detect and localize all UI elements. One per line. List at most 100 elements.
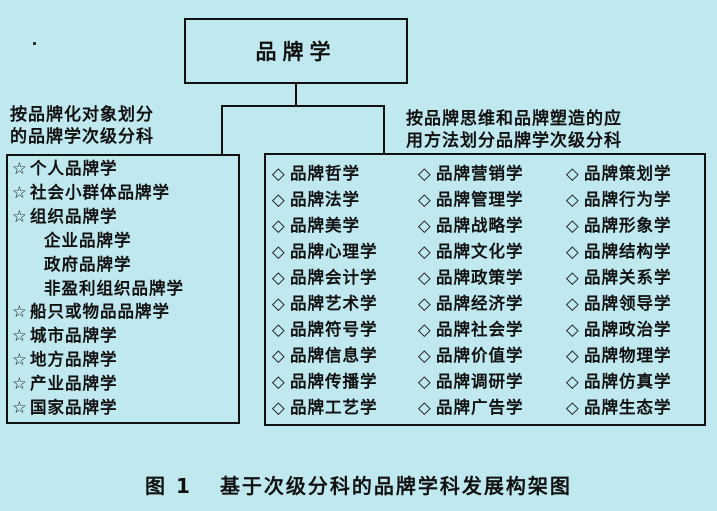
diamond-icon: ◇ <box>272 346 286 365</box>
right-item-label: 品牌形象学 <box>584 216 672 235</box>
diamond-icon: ◇ <box>418 398 432 417</box>
right-item-label: 品牌结构学 <box>584 242 672 261</box>
left-item-label: 组织品牌学 <box>30 206 118 226</box>
left-item-label: 地方品牌学 <box>30 350 118 370</box>
left-category-box: ☆个人品牌学☆社会小群体品牌学☆组织品牌学企业品牌学政府品牌学非盈利组织品牌学☆… <box>6 154 240 424</box>
diamond-icon: ◇ <box>272 320 286 339</box>
right-item-label: 品牌策划学 <box>584 164 672 183</box>
right-item-label: 品牌战略学 <box>436 216 524 235</box>
right-item-label: 品牌社会学 <box>436 320 524 339</box>
right-column-1: ◇品牌哲学◇品牌法学◇品牌美学◇品牌心理学◇品牌会计学◇品牌艺术学◇品牌符号学◇… <box>272 161 378 421</box>
right-item: ◇品牌行为学 <box>566 187 672 213</box>
diamond-icon: ◇ <box>566 190 580 209</box>
right-item: ◇品牌关系学 <box>566 265 672 291</box>
right-item-label: 品牌物理学 <box>584 346 672 365</box>
diamond-icon: ◇ <box>272 294 286 313</box>
right-item-label: 品牌哲学 <box>290 164 360 183</box>
left-item: ☆个人品牌学 <box>12 158 118 180</box>
diamond-icon: ◇ <box>566 164 580 183</box>
right-item: ◇品牌生态学 <box>566 395 672 421</box>
diamond-icon: ◇ <box>418 294 432 313</box>
left-branch-label-line-2: 的品牌学次级分科 <box>10 127 154 147</box>
star-icon: ☆ <box>12 302 28 322</box>
diamond-icon: ◇ <box>418 190 432 209</box>
right-item-label: 品牌管理学 <box>436 190 524 209</box>
right-item: ◇品牌调研学 <box>418 369 524 395</box>
right-item: ◇品牌艺术学 <box>272 291 378 317</box>
root-node: 品牌学 <box>184 18 408 84</box>
diamond-icon: ◇ <box>566 320 580 339</box>
diamond-icon: ◇ <box>566 268 580 287</box>
right-item-label: 品牌领导学 <box>584 294 672 313</box>
right-item-label: 品牌经济学 <box>436 294 524 313</box>
diamond-icon: ◇ <box>566 216 580 235</box>
right-item: ◇品牌结构学 <box>566 239 672 265</box>
diamond-icon: ◇ <box>418 216 432 235</box>
diamond-icon: ◇ <box>566 346 580 365</box>
star-icon: ☆ <box>12 350 28 370</box>
right-item: ◇品牌信息学 <box>272 343 378 369</box>
right-item-label: 品牌营销学 <box>436 164 524 183</box>
left-item-label: 船只或物品品牌学 <box>30 302 170 322</box>
left-item: ☆城市品牌学 <box>12 325 118 347</box>
right-item-label: 品牌艺术学 <box>290 294 378 313</box>
right-item: ◇品牌领导学 <box>566 291 672 317</box>
star-icon: ☆ <box>12 398 28 417</box>
right-item: ◇品牌传播学 <box>272 369 378 395</box>
right-item: ◇品牌社会学 <box>418 317 524 343</box>
star-icon: ☆ <box>12 159 28 178</box>
right-item: ◇品牌物理学 <box>566 343 672 369</box>
diamond-icon: ◇ <box>566 294 580 313</box>
right-item-label: 品牌文化学 <box>436 242 524 261</box>
diamond-icon: ◇ <box>566 242 580 261</box>
right-item: ◇品牌管理学 <box>418 187 524 213</box>
right-item-label: 品牌工艺学 <box>290 398 378 417</box>
right-item-label: 品牌政策学 <box>436 268 524 287</box>
right-item: ◇品牌广告学 <box>418 395 524 421</box>
right-item: ◇品牌政治学 <box>566 317 672 343</box>
right-item: ◇品牌策划学 <box>566 161 672 187</box>
star-icon: ☆ <box>12 206 28 226</box>
diamond-icon: ◇ <box>566 372 580 391</box>
left-item-label: 产业品牌学 <box>30 374 118 394</box>
right-item-label: 品牌广告学 <box>436 398 524 417</box>
left-item: ☆社会小群体品牌学 <box>12 182 170 204</box>
right-item-label: 品牌关系学 <box>584 268 672 287</box>
right-column-3: ◇品牌策划学◇品牌行为学◇品牌形象学◇品牌结构学◇品牌关系学◇品牌领导学◇品牌政… <box>566 161 672 421</box>
left-subitem: 政府品牌学 <box>44 254 132 276</box>
right-item-label: 品牌生态学 <box>584 398 672 417</box>
diamond-icon: ◇ <box>272 372 286 391</box>
right-item: ◇品牌政策学 <box>418 265 524 291</box>
right-item-label: 品牌传播学 <box>290 372 378 391</box>
right-item: ◇品牌形象学 <box>566 213 672 239</box>
right-item-label: 品牌符号学 <box>290 320 378 339</box>
left-item-label: 城市品牌学 <box>30 326 118 346</box>
right-item-label: 品牌会计学 <box>290 268 378 287</box>
diamond-icon: ◇ <box>566 398 580 417</box>
right-item: ◇品牌法学 <box>272 187 378 213</box>
right-item-label: 品牌价值学 <box>436 346 524 365</box>
right-item: ◇品牌营销学 <box>418 161 524 187</box>
right-column-2: ◇品牌营销学◇品牌管理学◇品牌战略学◇品牌文化学◇品牌政策学◇品牌经济学◇品牌社… <box>418 161 524 421</box>
diamond-icon: ◇ <box>272 216 286 235</box>
right-item-label: 品牌政治学 <box>584 320 672 339</box>
root-label: 品牌学 <box>255 40 337 64</box>
right-item: ◇品牌仿真学 <box>566 369 672 395</box>
left-item: ☆国家品牌学 <box>12 397 118 419</box>
diamond-icon: ◇ <box>418 164 432 183</box>
star-icon: ☆ <box>12 374 28 394</box>
diamond-icon: ◇ <box>272 268 286 287</box>
right-item-label: 品牌心理学 <box>290 242 378 261</box>
right-branch-label-line-2: 用方法划分品牌学次级分科 <box>406 131 622 151</box>
left-branch-label-line-1: 按品牌化对象划分 <box>10 105 154 125</box>
right-item: ◇品牌经济学 <box>418 291 524 317</box>
diamond-icon: ◇ <box>272 242 286 261</box>
left-item-label: 国家品牌学 <box>30 398 118 417</box>
left-item-label: 社会小群体品牌学 <box>30 182 170 202</box>
diamond-icon: ◇ <box>418 268 432 287</box>
diamond-icon: ◇ <box>418 320 432 339</box>
left-item: ☆产业品牌学 <box>12 373 118 395</box>
right-item: ◇品牌会计学 <box>272 265 378 291</box>
right-item-label: 品牌法学 <box>290 190 360 209</box>
connector-left-down <box>221 105 223 155</box>
